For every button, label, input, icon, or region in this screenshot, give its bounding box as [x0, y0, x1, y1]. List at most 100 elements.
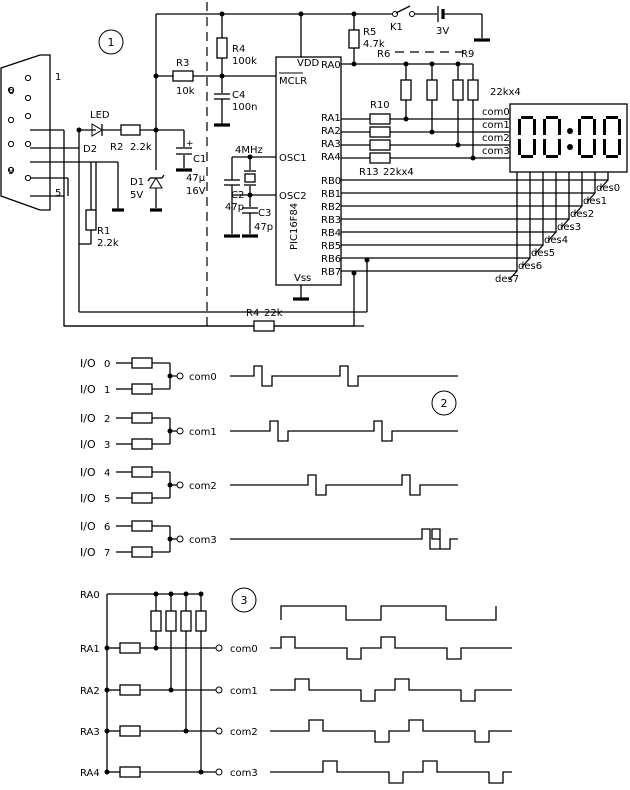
- c2-label: C2: [231, 190, 244, 201]
- pin-ra2: RA2: [321, 126, 341, 137]
- sec2-com1-label: com1: [189, 427, 217, 438]
- crystal-label: 4MHz: [235, 145, 263, 156]
- section2-io-multiplex: I/OI/O01com0I/OI/O23com1I/OI/O45com2I/OI…: [80, 357, 458, 559]
- pin-rb2: RB2: [321, 202, 341, 213]
- sec3-ra3-label: RA3: [80, 727, 100, 738]
- resistor-r2: [120, 124, 141, 136]
- section-marker-3-label: 3: [241, 594, 248, 607]
- section-marker-2: [431, 390, 457, 416]
- d1-label: D1: [130, 177, 144, 188]
- digit-3: [603, 116, 621, 158]
- section-marker-1-label: 1: [108, 36, 115, 49]
- c1-value: 47µ: [186, 173, 206, 184]
- chip-name: PIC16F84: [289, 203, 300, 250]
- resistor-r1: [85, 209, 97, 231]
- zener-d1: [147, 174, 165, 189]
- r13-value: 22kx4: [383, 167, 414, 178]
- seven-segment-display: [509, 103, 628, 173]
- pullup-resistor-network: [400, 64, 479, 158]
- pin-mclr: MCLR: [279, 76, 307, 87]
- sec2-com0-label: com0: [189, 372, 217, 383]
- c3-value: 47p: [254, 222, 273, 233]
- io-number-0: 0: [104, 359, 110, 370]
- io-label-2: I/O: [80, 412, 96, 425]
- r4-top-value: 100k: [232, 56, 257, 67]
- r4-top-label: R4: [232, 44, 245, 55]
- section-marker-1: [98, 29, 124, 55]
- r1-value: 2.2k: [97, 238, 119, 249]
- k1-label: K1: [390, 22, 403, 33]
- pin-ra3: RA3: [321, 139, 341, 150]
- display-com0-label: com0: [482, 107, 510, 118]
- series-resistor-network: [341, 113, 510, 164]
- connector-pin-1: 1: [55, 72, 61, 83]
- r4-bottom-label: R4: [246, 308, 259, 319]
- led-label: LED: [90, 110, 110, 121]
- sec3-ra1-label: RA1: [80, 644, 100, 655]
- io-number-7: 7: [104, 548, 110, 559]
- digit-2: [578, 116, 596, 158]
- pin-rb5: RB5: [321, 241, 341, 252]
- resistor-r4-bottom: [253, 320, 275, 332]
- io-number-4: 4: [104, 468, 110, 479]
- c4-label: C4: [232, 90, 245, 101]
- db9-connector: [0, 54, 96, 211]
- r6-label: R6: [377, 49, 390, 60]
- pin-rb7: RB7: [321, 267, 341, 278]
- c2-value: 47p: [225, 202, 244, 213]
- svg-text:+: +: [186, 139, 194, 149]
- sec3-com3-label: com3: [230, 768, 258, 779]
- r3-label: R3: [176, 58, 189, 69]
- io-label-3: I/O: [80, 438, 96, 451]
- des7-label: des7: [495, 274, 519, 285]
- des2-label: des2: [570, 209, 594, 220]
- sec3-com0-label: com0: [230, 644, 258, 655]
- sec2-com3-label: com3: [189, 535, 217, 546]
- switch-k1: [395, 5, 411, 14]
- des3-label: des3: [557, 222, 581, 233]
- io-label-0: I/O: [80, 357, 96, 370]
- sec3-waveform-ra0: [280, 605, 497, 621]
- r4-bottom-value: 22k: [264, 308, 283, 319]
- io-number-6: 6: [104, 522, 110, 533]
- sec2-waveform-com3: [230, 528, 458, 550]
- section-marker-3: [231, 587, 257, 613]
- sec2-com2-label: com2: [189, 481, 217, 492]
- display-com1-label: com1: [482, 120, 510, 131]
- display-com2-label: com2: [482, 133, 510, 144]
- sec3-ra4-label: RA4: [80, 768, 100, 779]
- io-number-2: 2: [104, 414, 110, 425]
- resistor-r3: [172, 70, 194, 82]
- sec3-com1-label: com1: [230, 686, 258, 697]
- pin-rb3: RB3: [321, 215, 341, 226]
- c4-value: 100n: [232, 102, 257, 113]
- digit-0: [518, 116, 536, 158]
- pin-ra4: RA4: [321, 152, 341, 163]
- connector-pin-9: 9: [8, 166, 14, 177]
- pin-ra1: RA1: [321, 113, 341, 124]
- io-label-1: I/O: [80, 383, 96, 396]
- sec3-waveform-com2: [270, 719, 512, 743]
- c3-label: C3: [258, 208, 271, 219]
- r9-label: R9: [461, 49, 474, 60]
- connector-pin-6: 6: [8, 86, 14, 97]
- r1-label: R1: [97, 226, 110, 237]
- r3-value: 10k: [176, 86, 195, 97]
- r5-label: R5: [363, 27, 376, 38]
- io-number-3: 3: [104, 440, 110, 451]
- d1-value: 5V: [130, 190, 143, 201]
- pin-ra0: RA0: [321, 60, 341, 71]
- des5-label: des5: [531, 248, 555, 259]
- pin-rb6: RB6: [321, 254, 341, 265]
- io-label-6: I/O: [80, 520, 96, 533]
- pin-rb4: RB4: [321, 228, 341, 239]
- sec3-ra2-label: RA2: [80, 686, 100, 697]
- r2-value: 2.2k: [130, 142, 152, 153]
- c1-label: C1: [193, 154, 206, 165]
- section-marker-2-label: 2: [441, 397, 448, 410]
- digit-1: [543, 116, 561, 158]
- des6-label: des6: [518, 261, 542, 272]
